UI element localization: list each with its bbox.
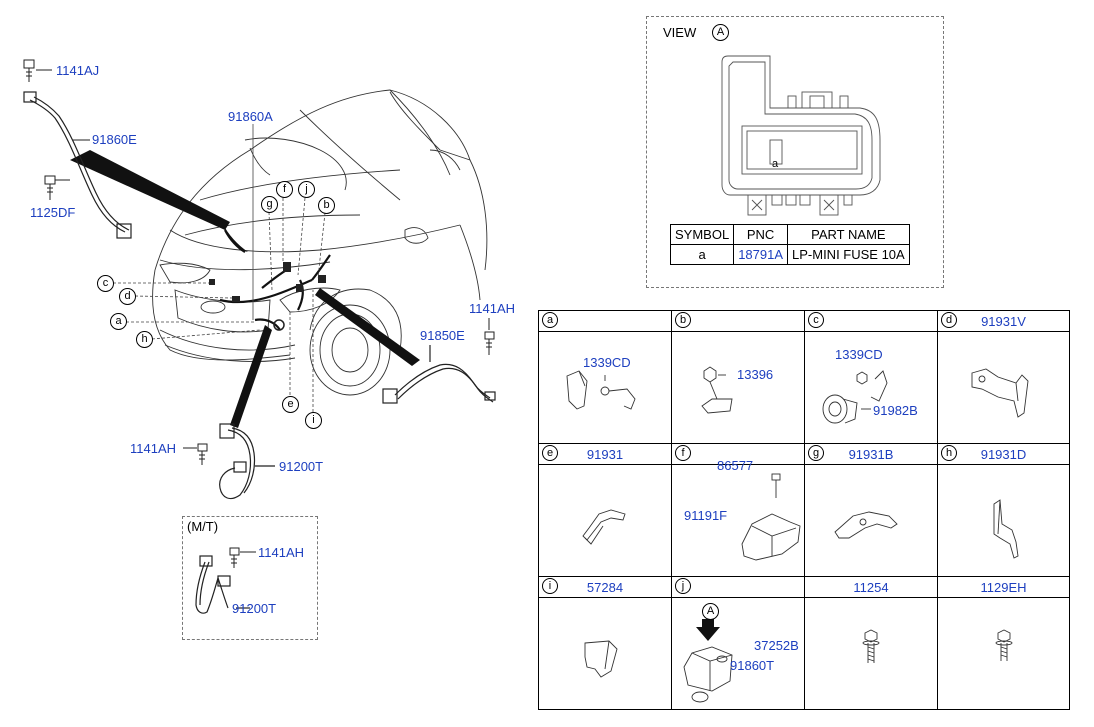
part-title-1129EH: 1129EH [980,580,1027,595]
part-cell-j: j A 37252B 91860T [671,576,805,710]
part-cell-h: h 91931D [937,443,1070,577]
pnc-label-91850E: 91850E [420,328,465,343]
part-drawing-h [993,499,1019,559]
pnc-label-91860E: 91860E [92,132,137,147]
part-cell-g: g 91931B [804,443,938,577]
pnc-label-1141AJ: 1141AJ [56,63,100,78]
part-letter-e: e [542,445,558,461]
row-symbol: a [669,244,735,265]
part-title-i: 57284 [586,580,624,595]
view-a-marker: A [712,24,729,41]
pnc-label-91200T-lower: 91200T [279,459,324,474]
part-callout-j-1: 37252B [754,638,799,653]
part-cell-b: b 13396 [671,310,805,444]
callout-f: f [276,181,293,198]
part-callout-b-1: 13396 [737,367,774,382]
part-title-g: 91931B [848,447,894,462]
bolt-11254-drawing [862,629,880,663]
part-drawing-a [566,370,636,410]
part-cell-e: e 91931 [538,443,672,577]
part-drawing-g [834,511,898,539]
row-part-name: LP-MINI FUSE 10A [787,244,910,265]
callout-c: c [97,275,114,292]
callout-e: e [282,396,299,413]
header-symbol: SYMBOL [669,224,735,245]
bolt-1129EH-drawing [995,629,1013,661]
part-cell-a: a 1339CD [538,310,672,444]
part-letter-d: d [941,312,957,328]
row-pnc: 18791A [733,244,789,265]
pnc-label-91200T-mt: 91200T [232,601,277,616]
pnc-label-1141AH-right: 1141AH [469,301,516,316]
part-title-d: 91931V [981,314,1026,329]
callout-d: d [119,288,136,305]
part-title-h: 91931D [980,447,1027,462]
part-cell-1129EH: 1129EH [937,576,1070,710]
part-drawing-f [741,473,801,561]
part-callout-c-2: 91982B [873,403,918,418]
part-title-e: 91931 [586,447,624,462]
part-drawing-c [822,370,888,424]
part-cell-d: d 91931V [937,310,1070,444]
callout-a: a [110,313,127,330]
view-a-box [646,16,944,288]
part-callout-f-2: 91191F [684,508,728,523]
part-letter-i: i [542,578,558,594]
part-callout-a-1: 1339CD [583,355,631,370]
symbol-table-header: SYMBOL PNC PART NAME [669,224,910,245]
part-cell-11254: 11254 [804,576,938,710]
callout-i: i [305,412,322,429]
mt-label: (M/T) [187,519,219,534]
part-cell-i: i 57284 [538,576,672,710]
part-letter-c: c [808,312,824,328]
part-letter-a: a [542,312,558,328]
parts-grid: a 1339CD b 13396 c 1339CD 91982B d 91931V [538,310,1070,710]
part-cell-f: f 86577 91191F [671,443,805,577]
part-letter-f: f [675,445,691,461]
part-title-11254: 11254 [853,580,889,595]
pnc-label-1141AH-lower: 1141AH [130,441,177,456]
part-cell-c: c 1339CD 91982B [804,310,938,444]
part-callout-f-1: 86577 [717,458,754,473]
part-callout-j-2: 91860T [730,658,775,673]
part-letter-g: g [808,445,824,461]
callout-g: g [261,196,278,213]
pnc-label-91860A: 91860A [228,109,273,124]
view-a-title: VIEW [663,25,697,40]
part-letter-h: h [941,445,957,461]
header-part-name: PART NAME [787,224,910,245]
header-pnc: PNC [733,224,789,245]
callout-h: h [136,331,153,348]
part-drawing-i [584,640,618,678]
part-letter-j: j [675,578,691,594]
part-drawing-b [701,366,733,414]
pnc-label-1125DF: 1125DF [30,205,76,220]
fuse-mark: a [772,158,779,170]
callout-j: j [298,181,315,198]
part-drawing-j [683,619,733,703]
part-drawing-d [971,368,1029,418]
part-callout-j-view-marker: A [702,603,719,620]
part-letter-b: b [675,312,691,328]
callout-b: b [318,197,335,214]
car-engine-bay-drawing [23,59,496,614]
part-drawing-e [582,509,626,545]
mt-variant-box [182,516,318,640]
symbol-table: SYMBOL PNC PART NAME a 18791A LP-MINI FU… [669,224,910,265]
pnc-label-1141AH-mt: 1141AH [258,545,305,560]
part-callout-c-1: 1339CD [835,347,883,362]
symbol-table-row: a 18791A LP-MINI FUSE 10A [669,244,910,265]
